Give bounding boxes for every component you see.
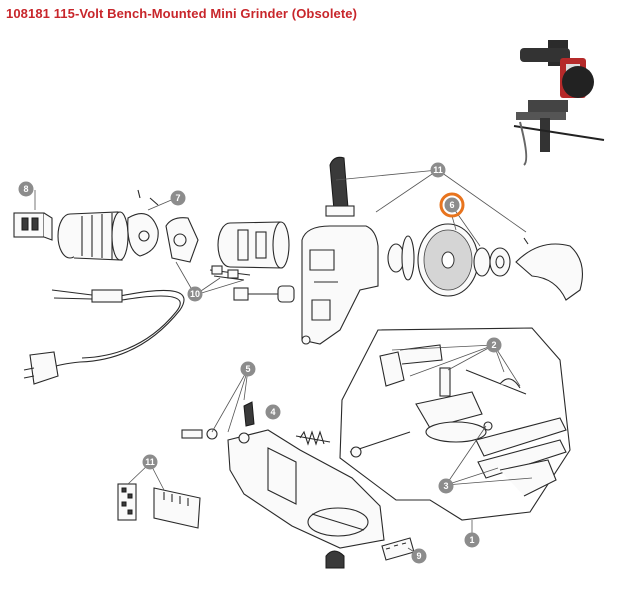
callout-label: 10 [190, 289, 200, 299]
callout-11-bottom: 11 [142, 454, 158, 470]
motor-armature [217, 221, 290, 269]
callout-label: 2 [491, 340, 496, 350]
screw-row [209, 265, 251, 281]
base-assembly [227, 429, 385, 569]
callout-6-highlighted: 6 [439, 192, 465, 218]
spring-screw [181, 428, 331, 446]
callout-4: 4 [265, 404, 281, 420]
grinder-handle [325, 156, 355, 217]
callout-8: 8 [18, 181, 34, 197]
wheel-flange-nut [473, 247, 511, 277]
page-title: 108181 115-Volt Bench-Mounted Mini Grind… [6, 6, 358, 21]
highlight-ring [439, 192, 465, 218]
callout-9: 9 [411, 548, 427, 564]
angle-scale-blocks [117, 483, 201, 529]
callout-label: 4 [270, 407, 275, 417]
callout-label: 8 [23, 184, 28, 194]
grinding-wheel [417, 223, 479, 297]
power-cord [23, 289, 185, 385]
vise-assembly [349, 344, 527, 458]
callout-label: 7 [175, 193, 180, 203]
motor-housing [57, 211, 129, 261]
clamp-arms [475, 417, 567, 497]
grinder-body [301, 225, 379, 345]
wheel-guard [515, 237, 583, 301]
callout-3: 3 [438, 478, 454, 494]
callout-label: 11 [433, 165, 443, 175]
flange-washers [387, 235, 415, 281]
callout-label: 5 [245, 364, 250, 374]
callout-10: 10 [187, 286, 203, 302]
clamp-knob [243, 401, 255, 427]
callout-label: 1 [469, 535, 474, 545]
callout-2: 2 [486, 337, 502, 353]
brush-plate [127, 189, 159, 257]
shaft-assembly [233, 285, 295, 303]
end-bell [165, 217, 199, 263]
callout-1: 1 [464, 532, 480, 548]
callout-5: 5 [240, 361, 256, 377]
grinder-photo-icon [513, 40, 605, 166]
callout-label: 6 [449, 200, 454, 210]
callout-label: 3 [443, 481, 448, 491]
callout-11-top: 11 [430, 162, 446, 178]
callout-label: 11 [145, 457, 155, 467]
vise-frame-outline [339, 327, 571, 521]
switch-box [13, 212, 53, 241]
callout-7: 7 [170, 190, 186, 206]
callout-label: 9 [416, 551, 421, 561]
